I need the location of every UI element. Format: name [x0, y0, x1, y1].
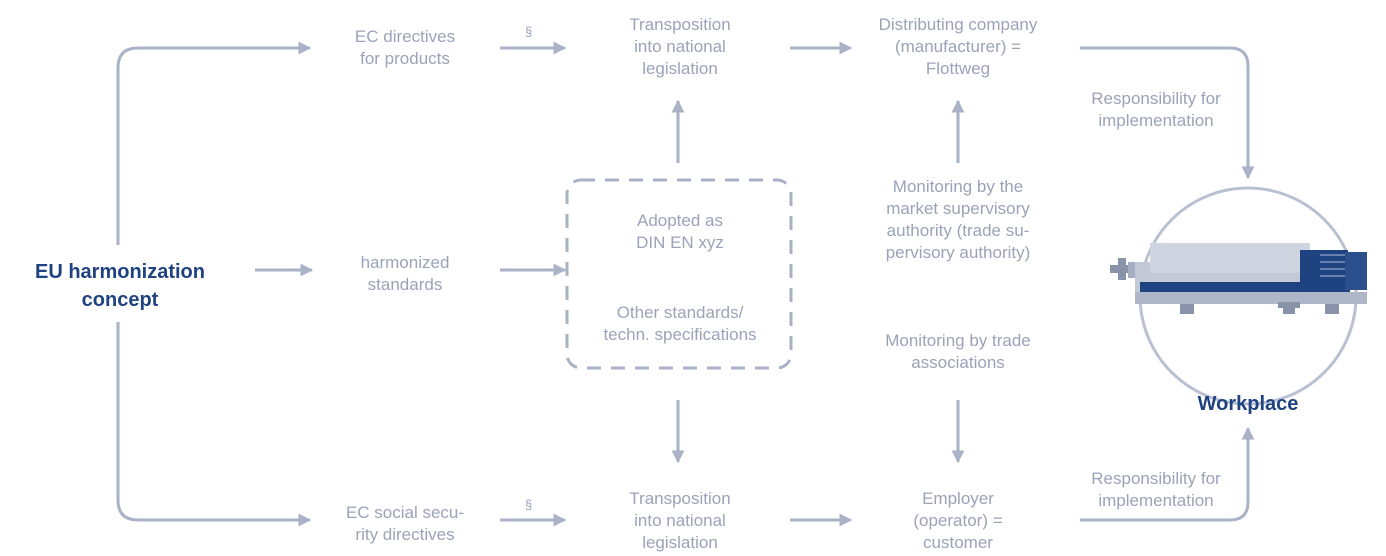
distributing-company-label: Distributing company (manufacturer) = Fl… [878, 15, 1038, 78]
decanter-centrifuge-icon [1110, 243, 1367, 314]
ec-social-directives-label: EC social secu- rity directives [345, 503, 465, 544]
market-monitoring-label: Monitoring by the market supervisory aut… [885, 177, 1031, 262]
manufacturer-to-workplace-connector [1080, 46, 1255, 180]
employer-to-workplace-connector [1080, 426, 1255, 522]
transposition-bottom-label: Transposition into national legislation [629, 489, 731, 552]
responsibility-top-label: Responsibility for implementation [1091, 89, 1221, 130]
adopted-standard-label: Adopted as DIN EN xyz [636, 211, 724, 252]
standards-dashed-box [565, 178, 793, 370]
workplace-label: Workplace [1197, 393, 1299, 415]
transposition-top-label: Transposition into national legislation [629, 15, 731, 78]
employer-label: Employer (operator) = customer [913, 489, 1003, 552]
trade-monitoring-label: Monitoring by trade associations [885, 331, 1031, 372]
other-standards-label: Other standards/ techn. specifications [603, 303, 757, 344]
branch-bottom-connector [116, 322, 312, 527]
harmonized-standards-label: harmonized standards [360, 253, 450, 294]
paragraph-sign-bottom: § [525, 497, 533, 512]
ec-product-directives-label: EC directives for products [354, 27, 456, 68]
eu-harmonization-concept: EU harmonization concept [34, 261, 205, 311]
paragraph-sign-top: § [525, 24, 533, 39]
branch-top-connector [116, 41, 312, 245]
responsibility-bottom-label: Responsibility for implementation [1091, 469, 1221, 510]
